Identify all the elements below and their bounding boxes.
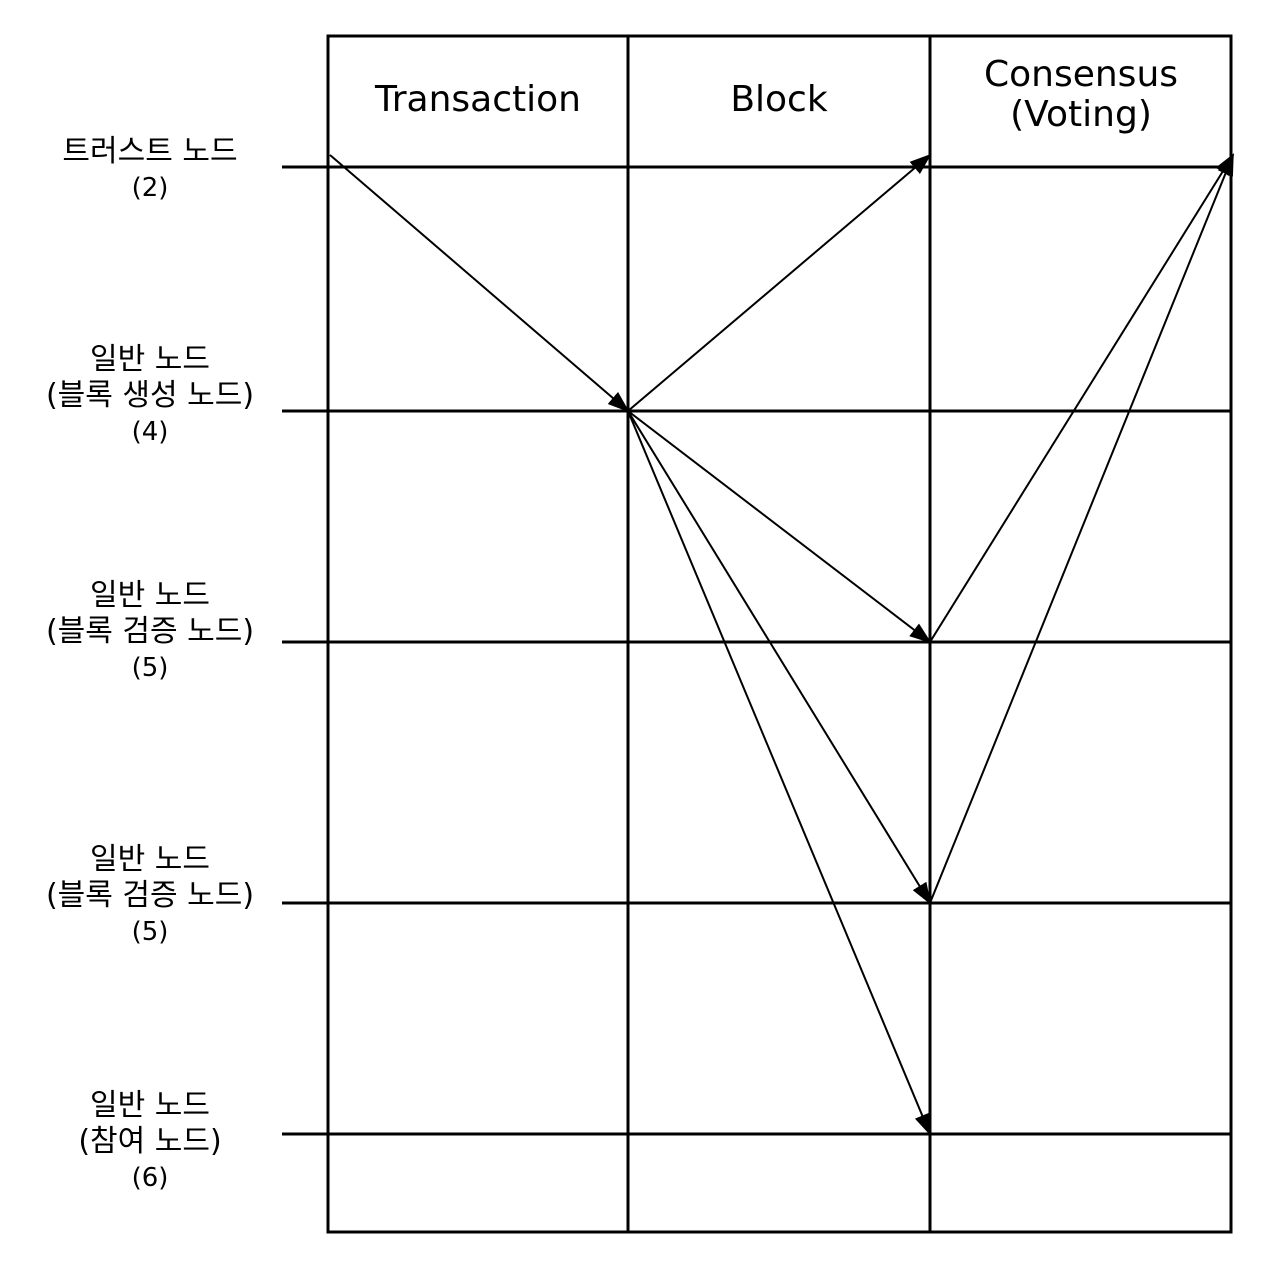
node-label-validator-2: 일반 노드 (블록 검증 노드) (5) [0, 842, 300, 950]
table-grid [326, 34, 1233, 1234]
node-label-trust: 트러스트 노드 (2) [0, 134, 300, 206]
column-header-consensus: Consensus (Voting) [983, 54, 1179, 135]
node-label-line1: 일반 노드 [90, 578, 210, 613]
message-arrows [329, 153, 1235, 1136]
message-arrow-3 [627, 410, 932, 905]
node-label-line2: (블록 검증 노드) [45, 614, 255, 649]
node-label-line1: 일반 노드 [90, 1088, 210, 1123]
node-label-block-creator: 일반 노드 (블록 생성 노드) (4) [0, 342, 300, 450]
node-label-line1: 일반 노드 [90, 842, 210, 877]
node-label-line2: (블록 생성 노드) [45, 378, 255, 413]
message-arrow-2 [627, 410, 932, 644]
node-label-participant: 일반 노드 (참여 노드) (6) [0, 1088, 300, 1196]
node-label-index: (4) [131, 417, 169, 447]
message-arrow-1 [627, 153, 932, 412]
node-label-line1: 트러스트 노드 [62, 134, 238, 169]
node-lanes [282, 165, 1231, 1136]
node-label-line2: (참여 노드) [78, 1124, 222, 1159]
node-label-index: (5) [131, 653, 169, 683]
message-arrow-5 [929, 153, 1235, 643]
node-label-line1: 일반 노드 [90, 342, 210, 377]
table-border [326, 34, 1233, 1234]
column-header-block: Block [730, 79, 828, 120]
node-label-index: (6) [131, 1163, 169, 1193]
message-arrow-6 [929, 153, 1234, 904]
node-label-index: (5) [131, 917, 169, 947]
node-label-validator-1: 일반 노드 (블록 검증 노드) (5) [0, 578, 300, 686]
message-arrow-0 [329, 154, 630, 413]
node-label-index: (2) [131, 173, 169, 203]
message-arrow-4 [627, 410, 931, 1136]
column-header-transaction: Transaction [375, 79, 581, 120]
node-label-line2: (블록 검증 노드) [45, 878, 255, 913]
